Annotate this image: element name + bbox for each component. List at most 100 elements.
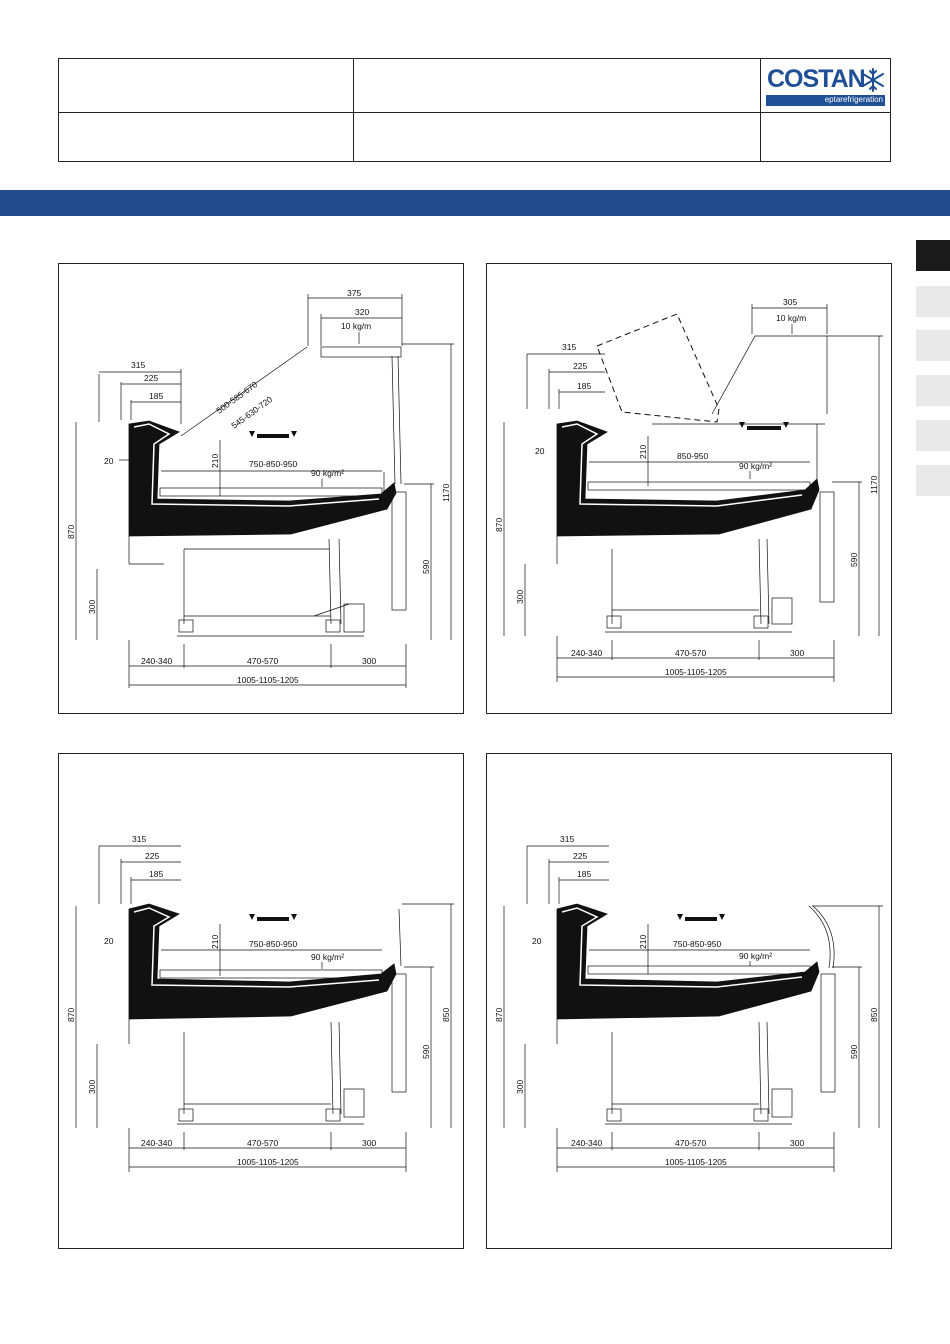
dim-bottom-3: 300 (790, 648, 804, 658)
dim-315: 315 (560, 834, 574, 844)
counter-section-drawing: 315 225 185 870 300 20 210 750-850-950 9… (66, 834, 454, 1172)
dim-590: 590 (421, 560, 431, 574)
rear-panel (391, 491, 407, 611)
dim-225: 225 (145, 851, 159, 861)
dim-305: 305 (783, 297, 797, 307)
counter-section-drawing: 315 225 185 870 300 20 210 850-950 90 kg… (494, 297, 883, 682)
dim-bottom-2: 470-570 (247, 656, 278, 666)
header-table: COSTAN eptarefrigeration (58, 58, 891, 162)
dim-total: 1005-1105-1205 (665, 1157, 727, 1167)
side-tab-6[interactable] (916, 465, 950, 496)
rear-panel (819, 491, 835, 603)
dim-depth: 750-850-950 (249, 459, 297, 469)
dim-590: 590 (421, 1045, 431, 1059)
dim-bottom-1: 240-340 (571, 1138, 602, 1148)
dim-315: 315 (131, 360, 145, 370)
dim-590: 590 (849, 1045, 859, 1059)
shelf (159, 487, 383, 497)
snowflake-icon (862, 68, 884, 92)
dim-20: 20 (104, 936, 114, 946)
dim-210: 210 (638, 445, 648, 459)
dim-225: 225 (573, 851, 587, 861)
dim-210: 210 (210, 454, 220, 468)
header-divider (760, 59, 761, 161)
dim-375: 375 (347, 288, 361, 298)
dim-870: 870 (66, 525, 76, 539)
case-body (128, 903, 397, 1020)
dim-300: 300 (87, 600, 97, 614)
dim-bottom-1: 240-340 (571, 648, 602, 658)
diagram-panel-top-right: 315 225 185 870 300 20 210 850-950 90 kg… (486, 263, 892, 714)
dim-850: 850 (869, 1008, 879, 1022)
dim-load: 90 kg/m² (739, 461, 772, 471)
dim-total: 1005-1105-1205 (237, 675, 299, 685)
dim-870: 870 (494, 518, 504, 532)
side-tab-4[interactable] (916, 375, 950, 406)
dim-bottom-2: 470-570 (675, 1138, 706, 1148)
dim-bottom-3: 300 (362, 1138, 376, 1148)
open-hood-dashed (596, 313, 720, 423)
dim-185: 185 (149, 391, 163, 401)
dim-20: 20 (535, 446, 545, 456)
dim-225: 225 (573, 361, 587, 371)
dim-load: 90 kg/m² (739, 951, 772, 961)
dim-20: 20 (532, 936, 542, 946)
dim-185: 185 (577, 869, 591, 879)
side-tab-3[interactable] (916, 330, 950, 361)
dim-300: 300 (515, 1080, 525, 1094)
curved-rear-glass (808, 905, 831, 969)
dim-bottom-2: 470-570 (247, 1138, 278, 1148)
counter-section-drawing: 315 225 185 870 300 20 210 750-850-950 9… (494, 834, 883, 1172)
dim-320: 320 (355, 307, 369, 317)
dim-870: 870 (494, 1008, 504, 1022)
counter-section-drawing: 315 225 185 870 300 20 210 750-850-950 9… (66, 288, 454, 688)
dim-1170: 1170 (869, 475, 879, 494)
dim-bottom-1: 240-340 (141, 1138, 172, 1148)
top-shelf (320, 346, 402, 358)
dim-210: 210 (210, 935, 220, 949)
dim-850: 850 (441, 1008, 451, 1022)
diagram-panel-bottom-left: 315 225 185 870 300 20 210 750-850-950 9… (58, 753, 464, 1249)
diagram-panel-top-left: 315 225 185 870 300 20 210 750-850-950 9… (58, 263, 464, 714)
logo-word: COSTAN (767, 65, 866, 93)
dim-depth: 750-850-950 (249, 939, 297, 949)
case-body (556, 903, 820, 1020)
diagram-panel-bottom-right: 315 225 185 870 300 20 210 750-850-950 9… (486, 753, 892, 1249)
dim-depth: 850-950 (677, 451, 708, 461)
dim-300: 300 (87, 1080, 97, 1094)
dim-total: 1005-1105-1205 (665, 667, 727, 677)
dim-top-load: 10 kg/m (776, 313, 806, 323)
dim-depth: 750-850-950 (673, 939, 721, 949)
shelf (587, 481, 811, 491)
dim-300: 300 (515, 590, 525, 604)
header-divider (353, 59, 354, 161)
shelf (587, 965, 811, 975)
dim-1170: 1170 (441, 483, 451, 502)
dim-bottom-1: 240-340 (141, 656, 172, 666)
dim-load: 90 kg/m² (311, 468, 344, 478)
costan-logo: COSTAN eptarefrigeration (766, 65, 886, 107)
closed-hood (711, 335, 828, 415)
dim-20: 20 (104, 456, 114, 466)
logo-bar (766, 95, 885, 106)
dim-315: 315 (132, 834, 146, 844)
rear-glass (398, 908, 402, 967)
dim-225: 225 (144, 373, 158, 383)
side-tab-5[interactable] (916, 420, 950, 451)
dim-210: 210 (638, 935, 648, 949)
header-row-divider (59, 112, 890, 113)
dim-185: 185 (149, 869, 163, 879)
dim-185: 185 (577, 381, 591, 391)
dim-590: 590 (849, 553, 859, 567)
dim-top-load: 10 kg/m (341, 321, 371, 331)
dim-870: 870 (66, 1008, 76, 1022)
dim-total: 1005-1105-1205 (237, 1157, 299, 1167)
logo-subtitle: eptarefrigeration (824, 95, 883, 104)
shelf (159, 969, 383, 979)
side-tab-2[interactable] (916, 286, 950, 317)
dim-bottom-2: 470-570 (675, 648, 706, 658)
dim-bottom-3: 300 (362, 656, 376, 666)
side-tab-1[interactable] (916, 240, 950, 271)
front-glass (180, 346, 308, 437)
rear-panel (391, 973, 407, 1093)
